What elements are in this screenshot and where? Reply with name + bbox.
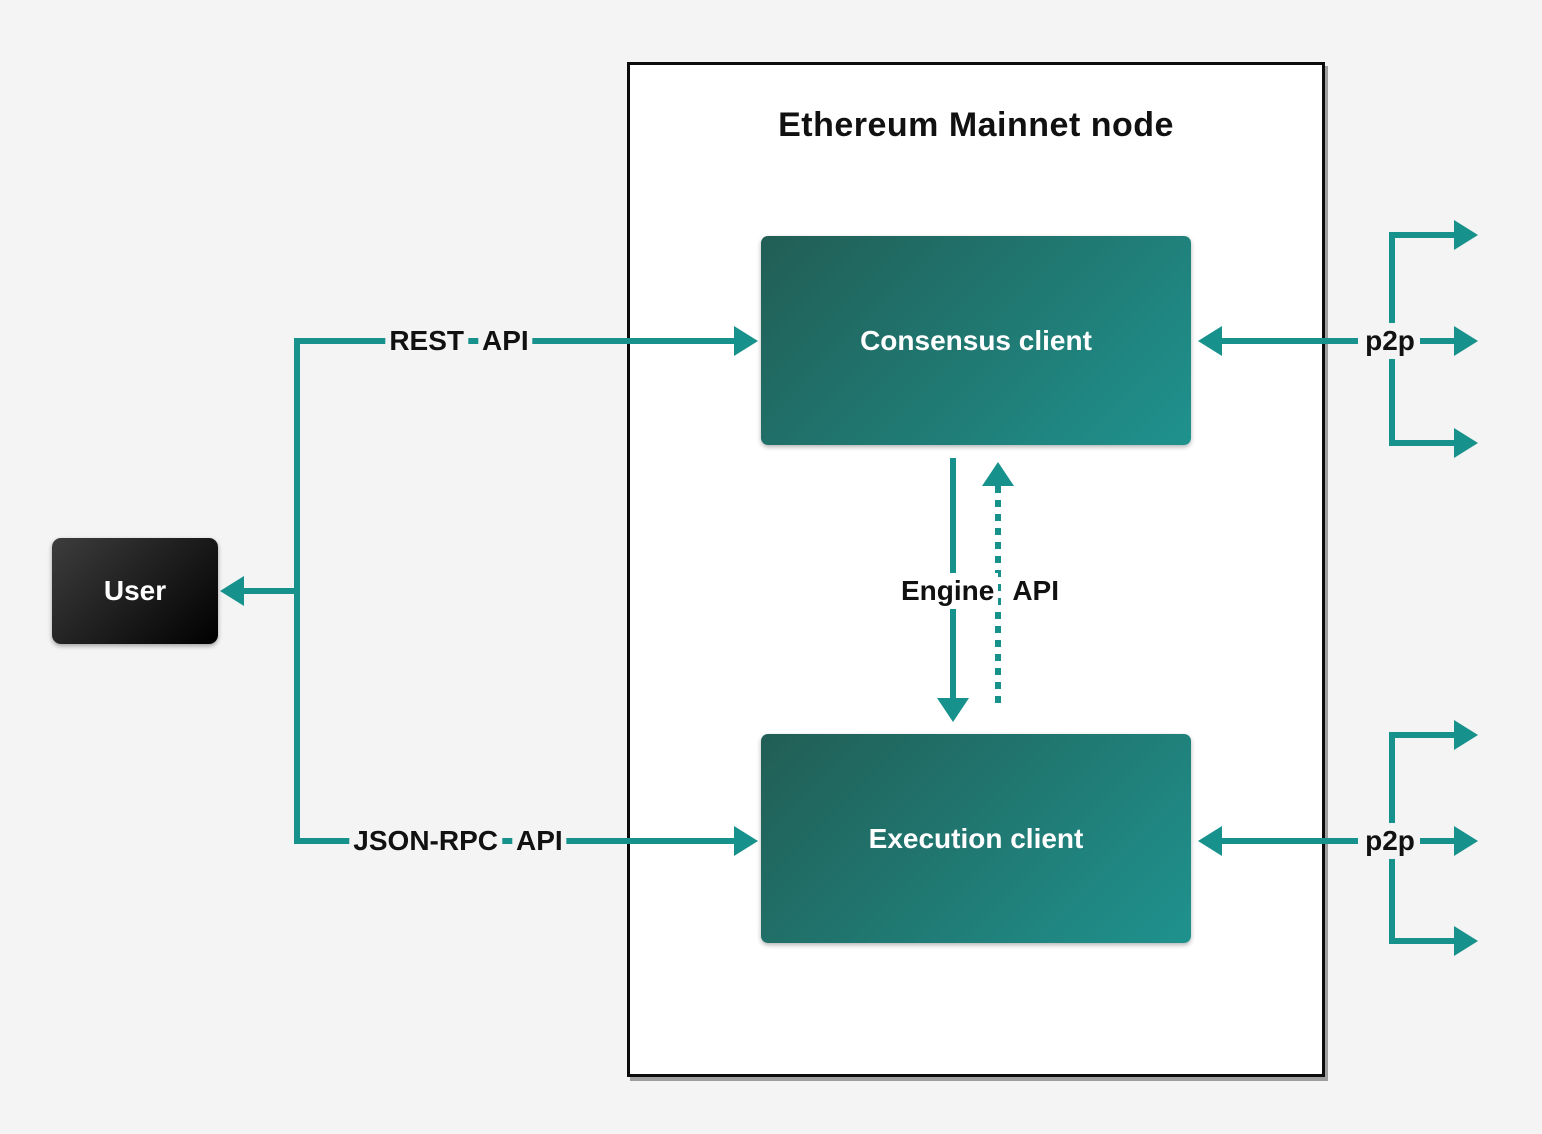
json-rpc-api-label: JSON-RPC API bbox=[349, 823, 567, 859]
p2p-consensus-label: p2p bbox=[1361, 323, 1419, 359]
user-branch-spine-line bbox=[294, 338, 300, 844]
user-node: User bbox=[52, 538, 218, 644]
user-label: User bbox=[103, 575, 167, 606]
p2p-execution-top-branch-line bbox=[1389, 732, 1455, 738]
p2p-execution-top-arrowhead-icon bbox=[1454, 720, 1478, 750]
execution-client-node: Execution client bbox=[761, 734, 1191, 943]
execution-client-label: Execution client bbox=[868, 822, 1084, 854]
p2p-execution-bottom-branch-line bbox=[1389, 938, 1455, 944]
user-arrowhead-icon bbox=[220, 576, 244, 606]
consensus-client-node: Consensus client bbox=[761, 236, 1191, 445]
node-title: Ethereum Mainnet node bbox=[778, 106, 1174, 144]
p2p-consensus-in-line bbox=[1212, 338, 1358, 344]
p2p-consensus-bottom-branch-line bbox=[1389, 440, 1455, 446]
p2p-execution-mid-arrowhead-icon bbox=[1454, 826, 1478, 856]
p2p-consensus-top-arrowhead-icon bbox=[1454, 220, 1478, 250]
p2p-execution-in-line bbox=[1212, 838, 1358, 844]
engine-api-up-arrowhead-icon bbox=[982, 462, 1014, 486]
p2p-consensus-mid-arrowhead-icon bbox=[1454, 326, 1478, 356]
p2p-execution-label: p2p bbox=[1361, 823, 1419, 859]
p2p-consensus-arrowhead-icon bbox=[1198, 326, 1222, 356]
p2p-execution-mid-branch-line bbox=[1420, 838, 1455, 844]
rest-api-label: REST API bbox=[385, 323, 533, 359]
rest-api-arrowhead-icon bbox=[734, 326, 758, 356]
json-rpc-api-arrowhead-icon bbox=[734, 826, 758, 856]
p2p-consensus-top-branch-line bbox=[1389, 232, 1455, 238]
p2p-consensus-mid-branch-line bbox=[1420, 338, 1455, 344]
consensus-client-label: Consensus client bbox=[860, 324, 1092, 356]
p2p-execution-arrowhead-icon bbox=[1198, 826, 1222, 856]
p2p-consensus-bottom-arrowhead-icon bbox=[1454, 428, 1478, 458]
engine-api-down-arrowhead-icon bbox=[937, 698, 969, 722]
engine-api-label: Engine API bbox=[896, 573, 1064, 609]
user-arrow-line bbox=[240, 588, 296, 594]
p2p-execution-bottom-arrowhead-icon bbox=[1454, 926, 1478, 956]
